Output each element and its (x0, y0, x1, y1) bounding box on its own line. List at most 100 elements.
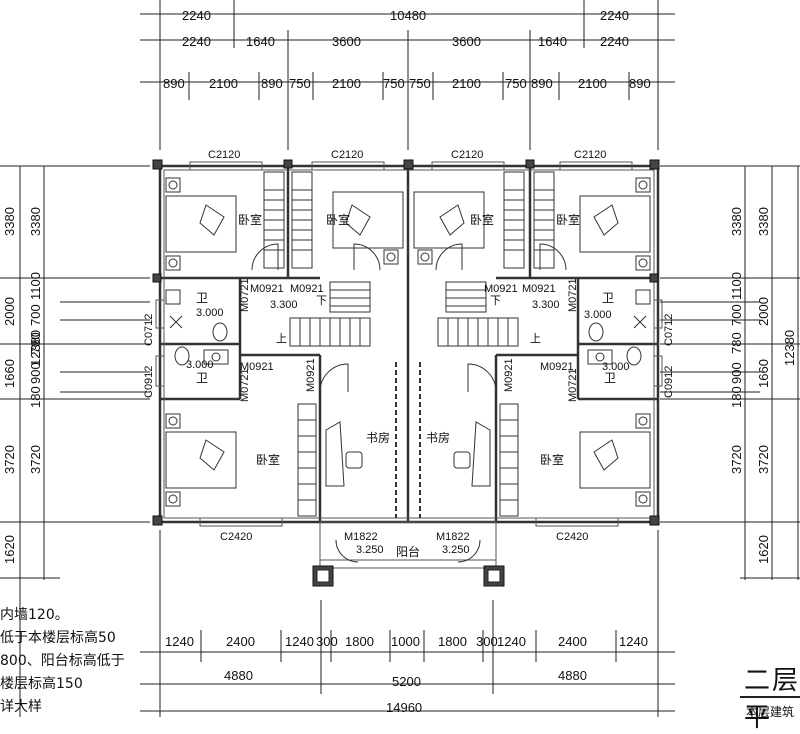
top-dim-row3: 2100 (209, 76, 238, 91)
door-label: M0921 (484, 283, 518, 295)
top-dim-row3: 750 (505, 76, 527, 91)
right-dim-outer: 1660 (756, 359, 771, 388)
left-dim-inner: 700 (28, 304, 43, 326)
right-dim-outer: 3720 (756, 445, 771, 474)
stair-up-label: 上 (530, 332, 541, 345)
top-dim-row3: 750 (409, 76, 431, 91)
room-bedroom: 卧室 (470, 212, 494, 227)
level-mark: 3.000 (196, 307, 224, 319)
note-line: 详大样 (0, 699, 42, 715)
door-label: M0721 (239, 278, 251, 312)
top-dim-row3: 890 (531, 76, 553, 91)
top-dim-row3: 750 (289, 76, 311, 91)
top-dim-row2: 2240 (182, 34, 211, 49)
room-bedroom: 卧室 (326, 212, 350, 227)
top-dim-row3: 890 (261, 76, 283, 91)
top-dim-row3: 2100 (332, 76, 361, 91)
left-dim-inner: 780 (28, 332, 43, 354)
level-mark: 3.300 (270, 299, 298, 311)
window-label: C0912 (143, 366, 155, 398)
right-dim-inner: 180 (729, 386, 744, 408)
door-label: M0921 (305, 358, 317, 392)
top-dim-row2: 1640 (246, 34, 275, 49)
room-bath: 卫 (604, 371, 616, 385)
drawing-subtitle: 本层建筑 (746, 705, 795, 719)
top-dim-row3: 890 (163, 76, 185, 91)
top-dim-row1-left: 2240 (182, 8, 211, 23)
bottom-dim-row1: 300 (476, 634, 498, 649)
left-dim-total: 12380 (28, 330, 43, 366)
right-dim-outer: 1620 (756, 535, 771, 564)
top-dim-row2: 1640 (538, 34, 567, 49)
room-balcony: 阳台 (396, 544, 420, 559)
annotation-layer: 10480 2240 2240 2240 1640 3600 3600 1640… (2, 8, 797, 715)
top-dim-row3: 2100 (578, 76, 607, 91)
floor-plan-drawing (0, 0, 800, 717)
level-mark: 3.250 (442, 544, 470, 556)
bottom-dim-row2: 4880 (558, 668, 587, 683)
bottom-dim-row1: 1800 (345, 634, 374, 649)
window-label: C2420 (220, 531, 252, 543)
top-dim-row3: 2100 (452, 76, 481, 91)
left-dim-inner: 180 (28, 386, 43, 408)
door-label: M0921 (240, 361, 274, 373)
bottom-dim-row1: 1240 (497, 634, 526, 649)
level-mark: 3.000 (186, 359, 214, 371)
note-line: 内墙120。 (0, 607, 69, 623)
bottom-dim-row1: 1240 (285, 634, 314, 649)
room-bath: 卫 (196, 291, 208, 305)
right-dim-outer: 3380 (756, 207, 771, 236)
door-label: M0721 (567, 368, 579, 402)
door-label: M0721 (239, 368, 251, 402)
door-label: M1822 (344, 531, 378, 543)
right-dim-inner: 780 (729, 332, 744, 354)
level-mark: 3.000 (602, 361, 630, 373)
top-dim-row1-right: 2240 (600, 8, 629, 23)
door-label: M0921 (522, 283, 556, 295)
room-bedroom: 卧室 (540, 452, 564, 467)
door-label: M0921 (540, 361, 574, 373)
level-mark: 3.000 (584, 309, 612, 321)
door-label: M0921 (503, 358, 515, 392)
bottom-dim-row1: 300 (316, 634, 338, 649)
bottom-dim-row1: 1240 (619, 634, 648, 649)
note-line: 800、阳台标高低于 (0, 653, 125, 669)
right-dim-total: 12380 (782, 330, 797, 366)
room-study: 书房 (426, 430, 450, 445)
left-dim-outer: 1660 (2, 359, 17, 388)
door-label: M0721 (567, 278, 579, 312)
left-dim-inner: 1100 (28, 272, 43, 300)
window-label: C2120 (208, 149, 240, 161)
door-label: M0921 (250, 283, 284, 295)
level-mark: 3.300 (532, 299, 560, 311)
level-mark: 3.250 (356, 544, 384, 556)
bottom-dim-row1: 1800 (438, 634, 467, 649)
room-bedroom: 卧室 (238, 212, 262, 227)
right-dim-inner: 3380 (729, 207, 744, 236)
window-label: C0712 (663, 314, 675, 346)
bottom-dim-row1: 1240 (165, 634, 194, 649)
right-dim-inner: 1100 (729, 272, 744, 300)
window-label: C2420 (556, 531, 588, 543)
top-dim-row2: 3600 (452, 34, 481, 49)
bottom-dim-row1: 1000 (391, 634, 420, 649)
door-label: M0921 (290, 283, 324, 295)
left-dim-outer: 1620 (2, 535, 17, 564)
stair-up-label: 上 (276, 332, 287, 345)
note-line: 低于本楼层标高50 (0, 630, 116, 646)
room-bedroom: 卧室 (556, 212, 580, 227)
room-study: 书房 (366, 430, 390, 445)
right-dim-inner: 700 (729, 304, 744, 326)
window-label: C0712 (143, 314, 155, 346)
room-bath: 卫 (602, 291, 614, 305)
drawing-title: 二层平 (744, 666, 800, 733)
top-dim-row3: 890 (629, 76, 651, 91)
window-label: C2120 (331, 149, 363, 161)
bottom-dim-row1: 2400 (226, 634, 255, 649)
stair-down-label: 下 (490, 295, 501, 307)
top-dim-row2: 2240 (600, 34, 629, 49)
door-label: M1822 (436, 531, 470, 543)
top-dim-row3: 750 (383, 76, 405, 91)
stair-down-label: 下 (316, 295, 327, 307)
room-bath: 卫 (196, 371, 208, 385)
